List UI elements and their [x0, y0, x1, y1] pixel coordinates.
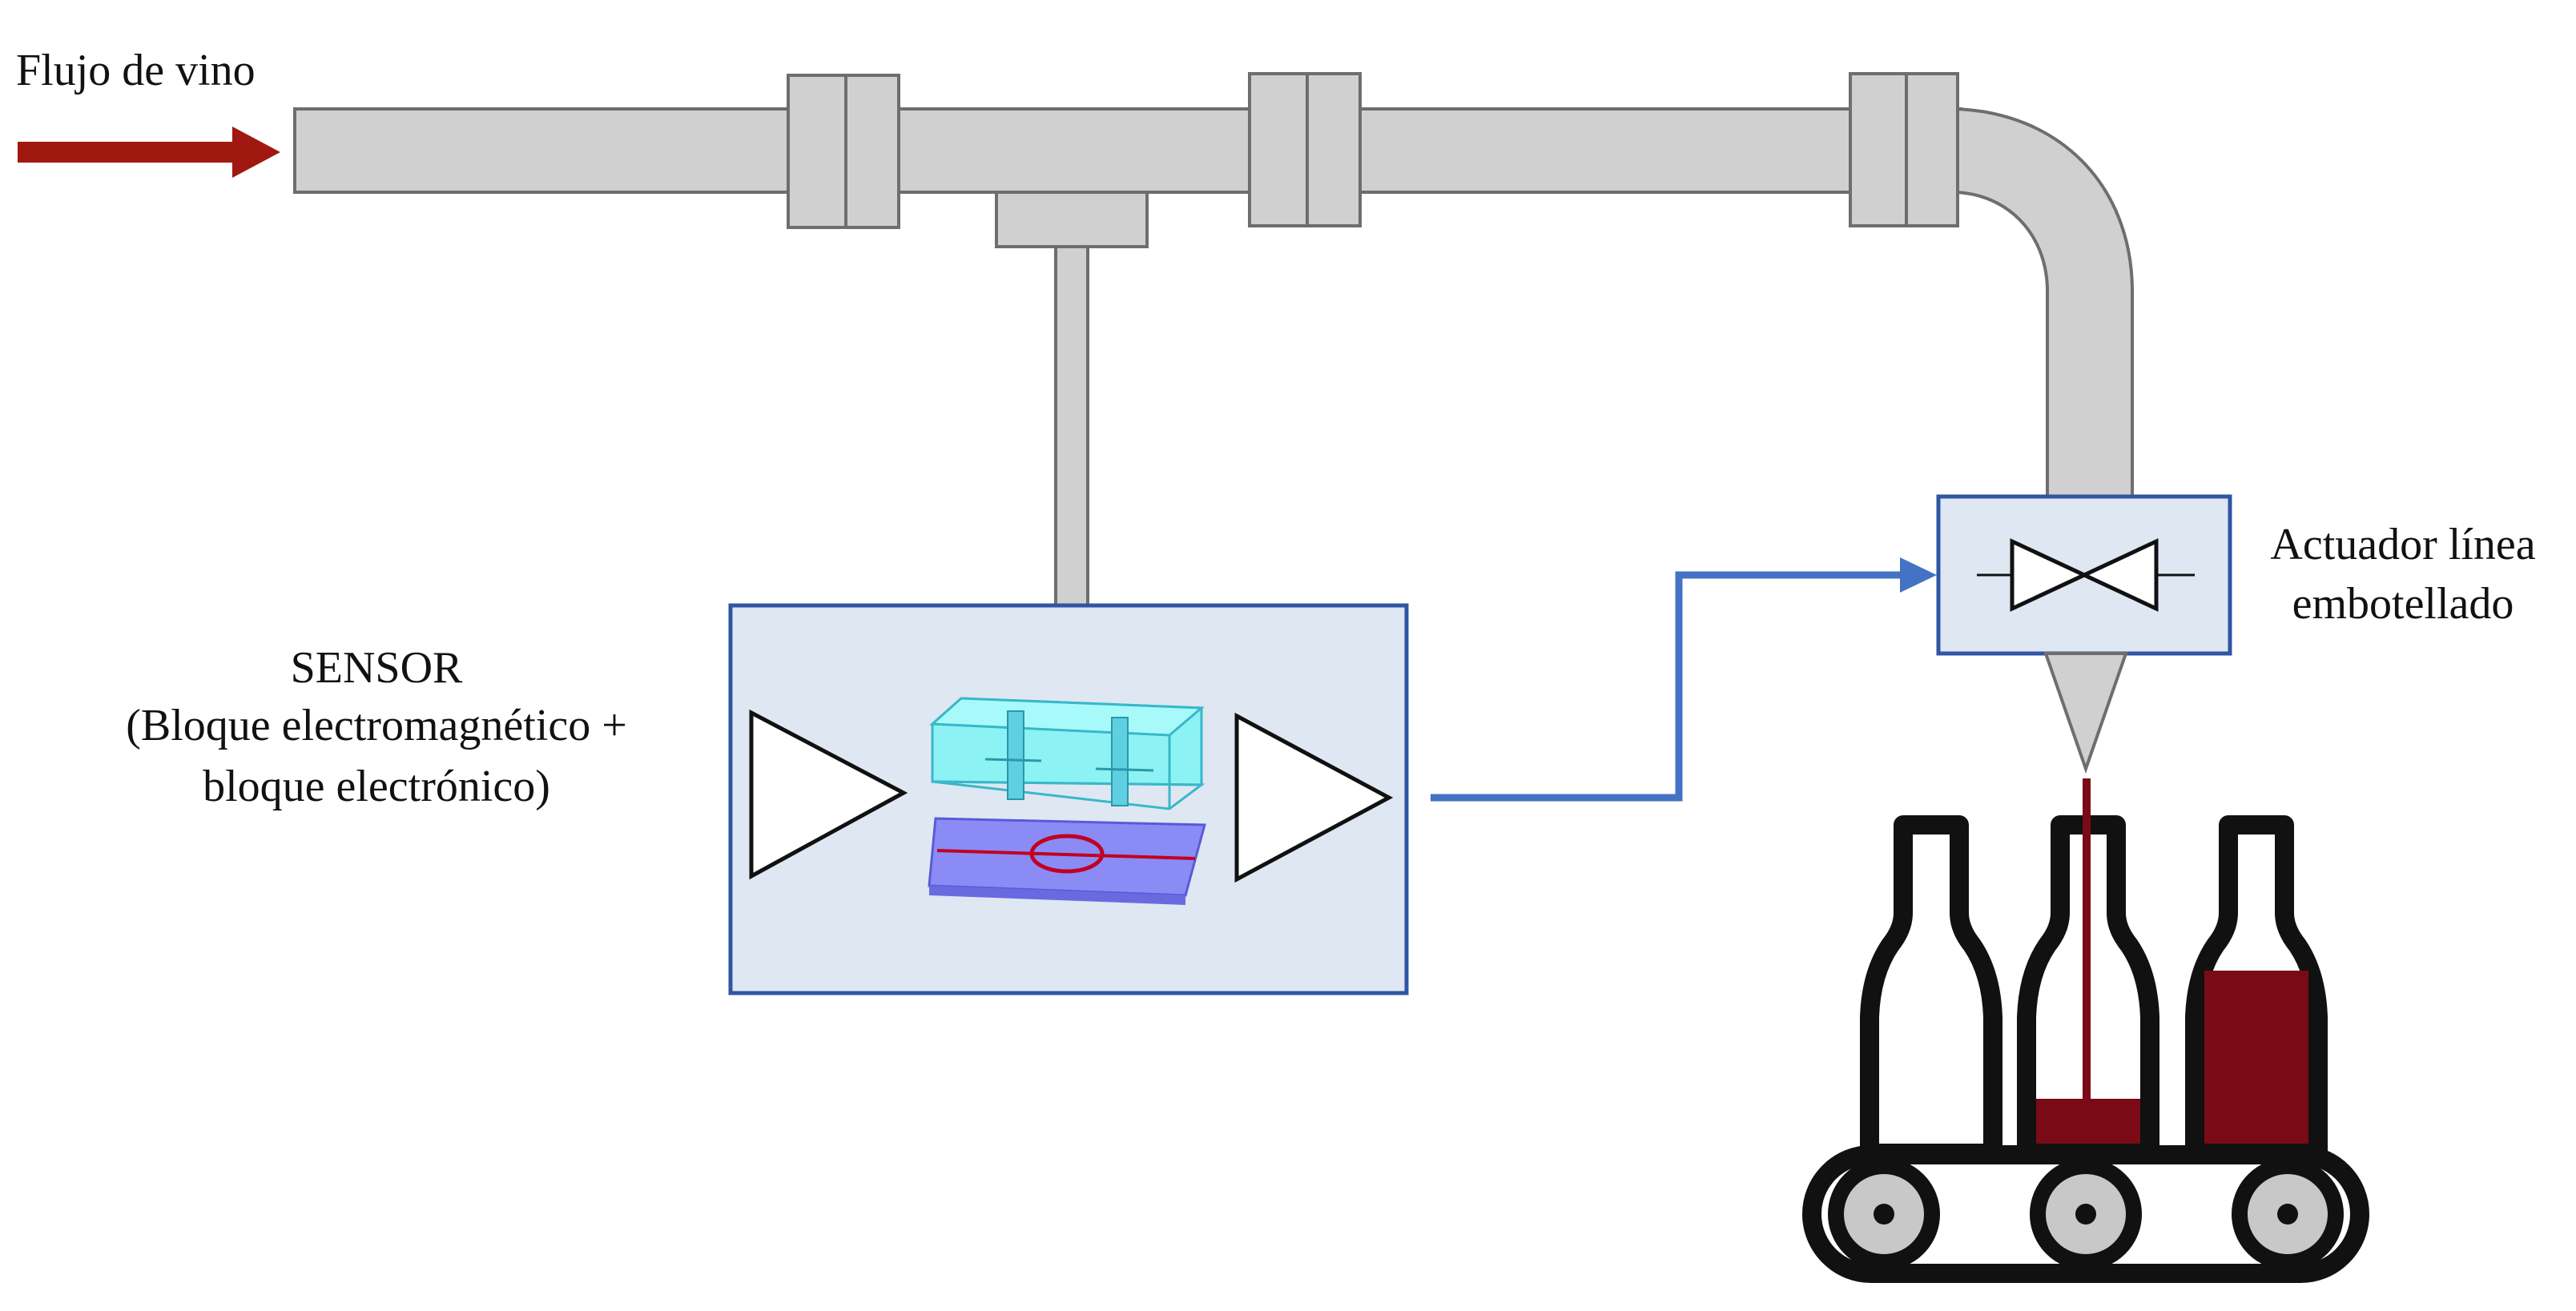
- signal-line: [1431, 571, 1922, 802]
- sensor-chip-icon: [928, 697, 1206, 905]
- sensor-box: [728, 603, 1409, 995]
- flow-arrow-icon: [18, 127, 280, 178]
- wine-bottle-icon: [1860, 815, 2002, 1163]
- conveyor-icon: [1802, 1145, 2369, 1283]
- pipe-flange-1: [787, 74, 900, 229]
- signal-arrowhead: [1900, 557, 1937, 593]
- pipe-flange-2: [1248, 72, 1362, 227]
- wine-bottle-icon: [2017, 778, 2159, 1163]
- sensor-description-line2: bloque electrónico): [203, 762, 550, 811]
- pipe-flange-3: [1849, 72, 1959, 227]
- wine-fill: [2036, 1099, 2140, 1144]
- wine-fill: [2204, 971, 2308, 1144]
- wine-bottle-icon: [2185, 815, 2328, 1163]
- actuator-label-line1: Actuador línea: [2270, 520, 2536, 569]
- valve-icon: [1977, 538, 2195, 612]
- sensor-title: SENSOR: [290, 643, 463, 693]
- flow-label: Flujo de vino: [16, 46, 256, 95]
- actuator-label-line2: embotellado: [2292, 579, 2514, 629]
- actuator-box: [1936, 494, 2232, 656]
- amplifier-triangle-icon: [1234, 712, 1394, 883]
- amplifier-triangle-icon: [749, 709, 908, 880]
- sensor-tap: [995, 191, 1149, 607]
- wine-stream: [2083, 778, 2091, 1100]
- filling-nozzle: [2043, 652, 2128, 774]
- sensor-description-line1: (Bloque electromagnético +: [126, 701, 627, 750]
- main-pipe: [293, 107, 2134, 514]
